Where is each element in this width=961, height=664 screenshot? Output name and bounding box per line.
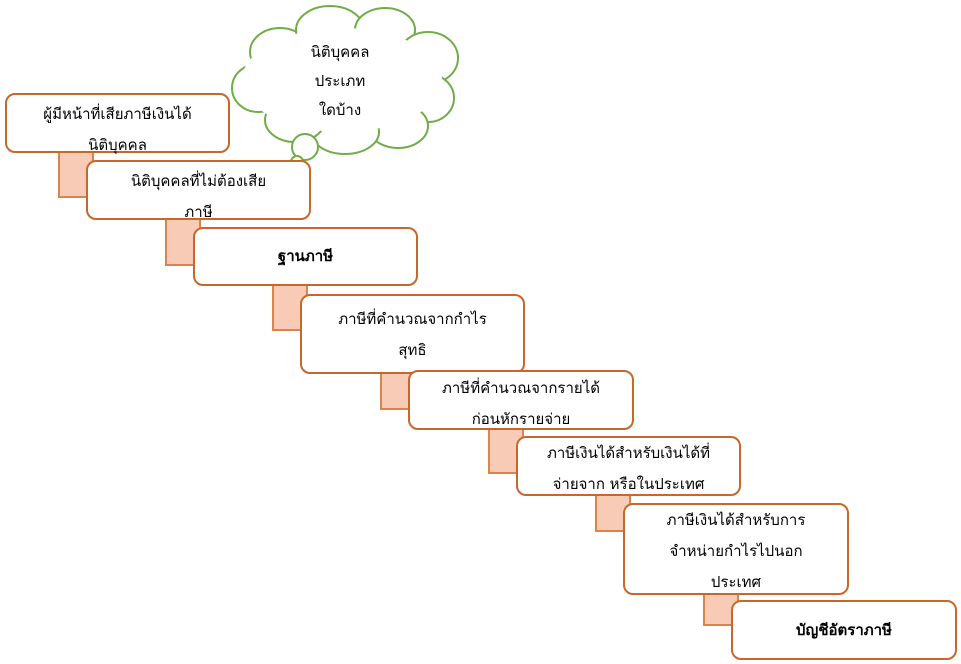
step-text-line: ภาษีที่คำนวณจากกำไร — [338, 310, 487, 328]
step-text-line: ผู้มีหน้าที่เสียภาษีเงินได้ — [43, 105, 192, 123]
step-text-line: นิติบุคคล — [88, 136, 147, 154]
step-text-line: ประเทศ — [710, 573, 762, 591]
step-text-line: ภาษี — [184, 203, 213, 221]
cloud-text-line: ประเภท — [314, 72, 366, 90]
step-text-line: จ่ายจาก หรือในประเทศ — [552, 475, 705, 493]
cloud-text: นิติบุคคล ประเภท ใดบ้าง — [280, 38, 400, 125]
step-text-line: ก่อนหักรายจ่าย — [471, 410, 571, 428]
step-text-line: ฐานภาษี — [277, 247, 334, 265]
cloud-text-line: ใดบ้าง — [318, 101, 362, 119]
step-text-line: ภาษีเงินได้สำหรับการ — [666, 511, 806, 529]
step-box-tax-rate-table: บัญชีอัตราภาษี — [731, 600, 957, 660]
step-box-exempt-entities: นิติบุคคลที่ไม่ต้องเสีย ภาษี — [86, 160, 311, 221]
step-box-taxpayer: ผู้มีหน้าที่เสียภาษีเงินได้ นิติบุคคล — [5, 93, 230, 154]
cloud-text-line: นิติบุคคล — [310, 43, 370, 61]
step-box-gross-income-tax: ภาษีที่คำนวณจากรายได้ ก่อนหักรายจ่าย — [408, 370, 634, 430]
step-box-profit-remittance-tax: ภาษีเงินได้สำหรับการ จำหน่ายกำไรไปนอก ปร… — [623, 503, 849, 595]
step-text-line: บัญชีอัตราภาษี — [796, 620, 892, 639]
step-text-line: ภาษีเงินได้สำหรับเงินได้ที่ — [546, 444, 711, 462]
step-text-line: จำหน่ายกำไรไปนอก — [669, 542, 803, 560]
step-box-net-profit-tax: ภาษีที่คำนวณจากกำไร สุทธิ — [300, 294, 525, 374]
step-text-line: สุทธิ — [398, 341, 427, 359]
step-text-line: นิติบุคคลที่ไม่ต้องเสีย — [130, 172, 267, 190]
step-box-tax-base: ฐานภาษี — [193, 227, 418, 286]
step-box-payments-abroad-tax: ภาษีเงินได้สำหรับเงินได้ที่ จ่ายจาก หรือ… — [516, 436, 741, 496]
step-text-line: ภาษีที่คำนวณจากรายได้ — [442, 379, 600, 397]
